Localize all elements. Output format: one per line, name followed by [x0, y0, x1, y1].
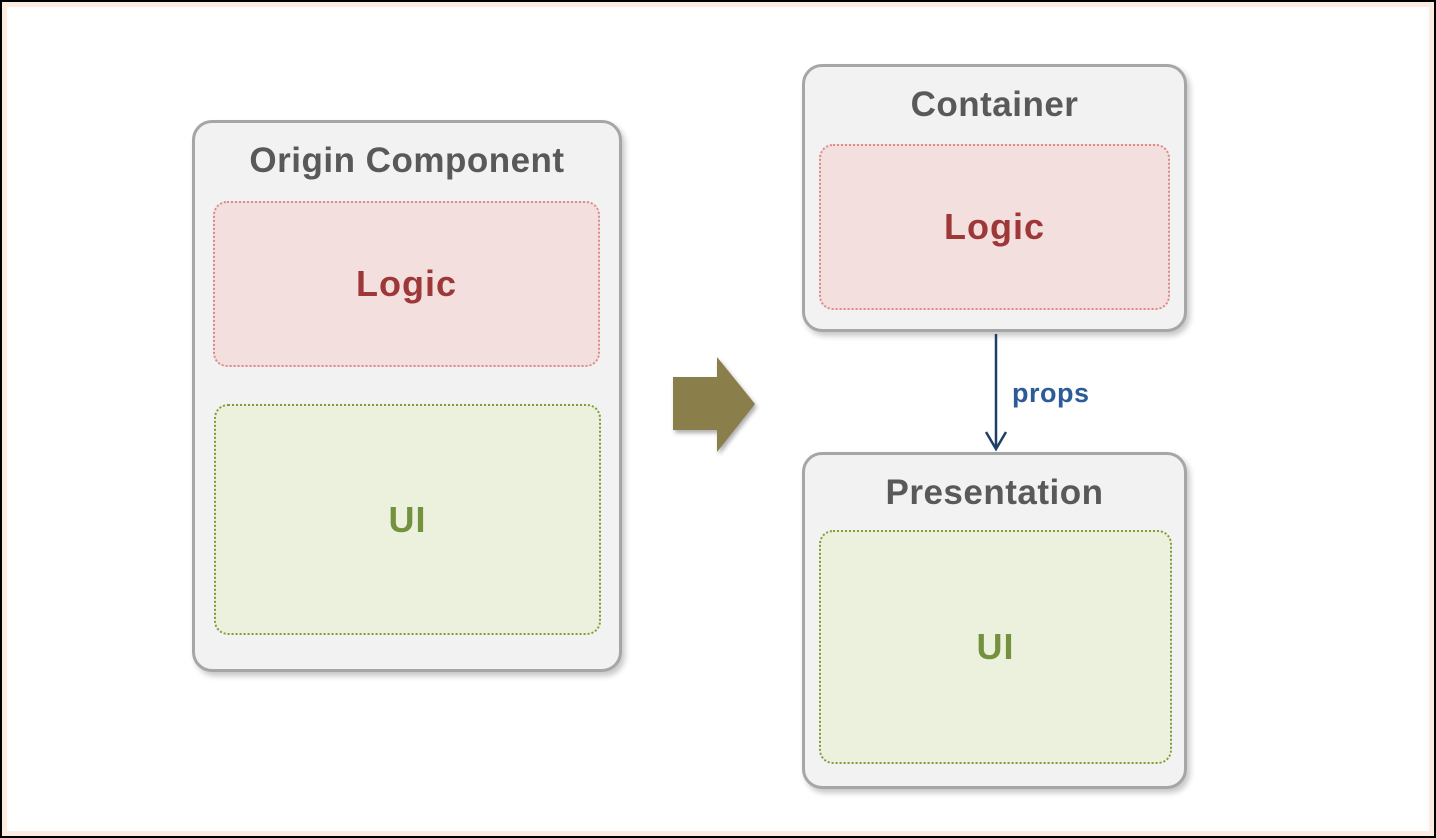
origin-ui-box: UI [214, 404, 601, 635]
container-logic-label: Logic [944, 206, 1045, 247]
origin-component-box: Origin Component Logic UI [192, 120, 622, 672]
origin-component-title: Origin Component [249, 141, 565, 180]
presentation-ui-label: UI [976, 626, 1015, 667]
origin-ui-label: UI [388, 498, 427, 540]
origin-logic-box: Logic [213, 201, 600, 367]
container-box: Container Logic [802, 64, 1187, 332]
presentation-ui-box: UI [819, 530, 1172, 764]
props-label: props [1012, 378, 1090, 408]
presentation-box: Presentation UI [802, 452, 1187, 789]
down-arrow-icon [984, 334, 1008, 452]
right-arrow-icon [673, 357, 755, 452]
presentation-title: Presentation [885, 473, 1104, 512]
container-title: Container [910, 85, 1079, 124]
container-logic-box: Logic [819, 144, 1170, 310]
origin-logic-label: Logic [356, 263, 457, 304]
